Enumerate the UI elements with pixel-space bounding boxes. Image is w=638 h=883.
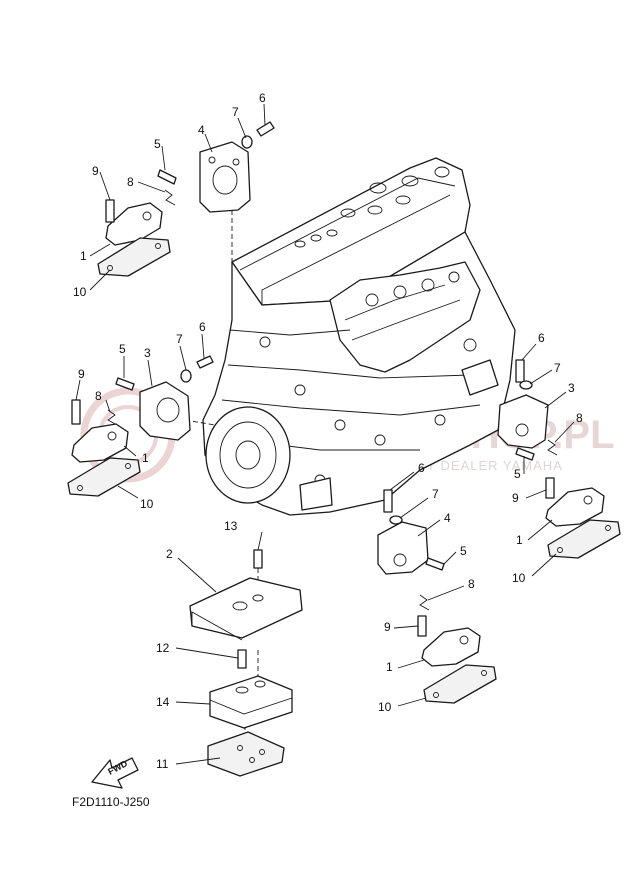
callout-2: 2 <box>166 547 173 561</box>
callout-3: 3 <box>568 381 575 395</box>
mount-group-mid-left <box>67 355 214 497</box>
callout-12: 12 <box>156 641 170 655</box>
callout-8: 8 <box>95 389 102 403</box>
callout-7: 7 <box>554 361 561 375</box>
leader-lines <box>75 103 575 765</box>
callout-7: 7 <box>432 487 439 501</box>
mount-group-upper-left <box>97 121 275 277</box>
mount-group-bottom <box>189 549 303 777</box>
callout-11: 11 <box>156 757 169 771</box>
callout-1: 1 <box>80 249 87 263</box>
callout-10: 10 <box>73 285 87 299</box>
callout-14: 14 <box>156 695 170 709</box>
callout-1: 1 <box>142 451 149 465</box>
callout-9: 9 <box>92 164 99 178</box>
callout-8: 8 <box>576 411 583 425</box>
callout-9: 9 <box>384 620 391 634</box>
callout-9: 9 <box>512 491 519 505</box>
callout-6: 6 <box>538 331 545 345</box>
callout-10: 10 <box>512 571 526 585</box>
callout-6: 6 <box>418 461 425 475</box>
callout-6: 6 <box>199 320 206 334</box>
callout-1: 1 <box>386 660 393 674</box>
callout-7: 7 <box>232 105 239 119</box>
diagram-code: F2D1110-J250 <box>72 795 150 809</box>
callout-7: 7 <box>176 332 183 346</box>
mount-group-right <box>497 359 621 559</box>
callout-4: 4 <box>444 511 451 525</box>
callout-labels: 9 8 5 4 7 6 1 10 9 8 5 3 7 6 1 10 6 7 3 … <box>73 91 583 771</box>
engine-block <box>202 157 516 516</box>
callout-1: 1 <box>516 533 523 547</box>
fwd-arrow-icon: FWD <box>91 757 139 789</box>
callout-9: 9 <box>78 367 85 381</box>
callout-5: 5 <box>154 137 161 151</box>
bracket-4-upper <box>199 141 251 213</box>
callout-5: 5 <box>514 467 521 481</box>
callout-4: 4 <box>198 123 205 137</box>
callout-3: 3 <box>144 346 151 360</box>
callout-13: 13 <box>224 519 238 533</box>
callout-10: 10 <box>140 497 154 511</box>
callout-6: 6 <box>259 91 266 105</box>
callout-8: 8 <box>127 175 134 189</box>
callout-8: 8 <box>468 577 475 591</box>
mount-group-center <box>377 489 497 704</box>
callout-5: 5 <box>119 342 126 356</box>
callout-10: 10 <box>378 700 392 714</box>
callout-5: 5 <box>460 544 467 558</box>
